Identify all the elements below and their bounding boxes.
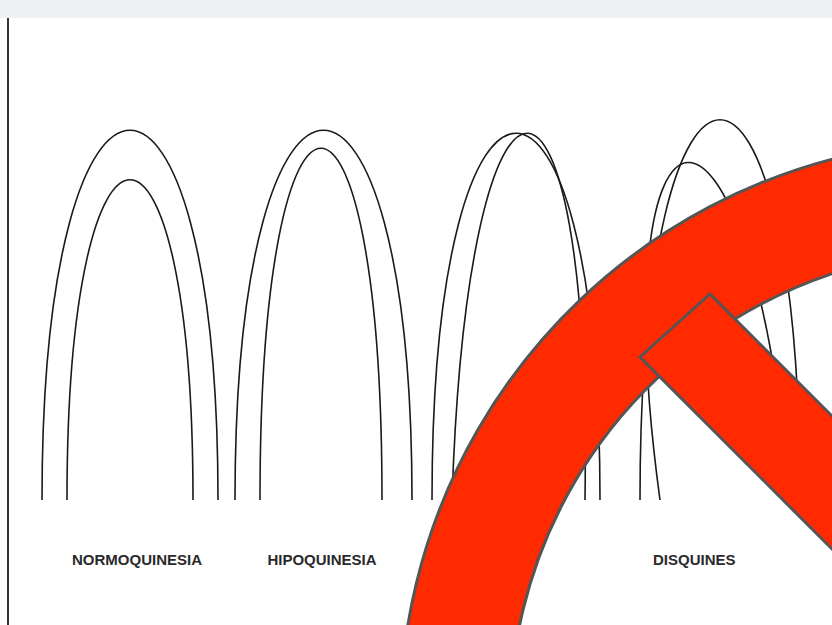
wall-motion-label: HIPOQUINESIA bbox=[267, 551, 376, 569]
frame-line bbox=[7, 18, 9, 625]
wall-motion-label: DISQUINES bbox=[653, 551, 736, 569]
top-band bbox=[0, 0, 832, 18]
prohibition-sign bbox=[400, 140, 832, 625]
wall-motion-label: NORMOQUINESIA bbox=[72, 551, 202, 569]
